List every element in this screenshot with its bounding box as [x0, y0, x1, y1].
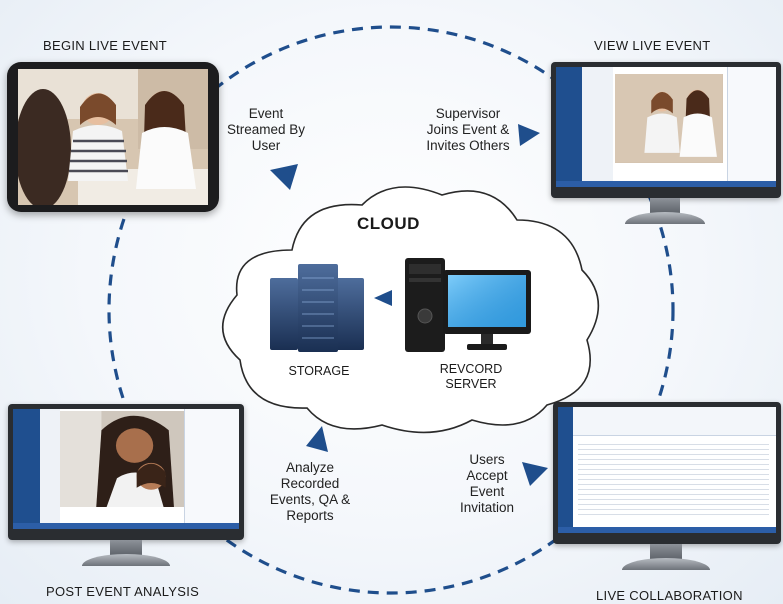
monitor-post-event-analysis [8, 404, 244, 540]
monitor-base [625, 212, 705, 224]
events-table [577, 440, 770, 516]
server-icon [405, 258, 531, 352]
arrow-icon [306, 426, 328, 452]
view-event-video [615, 74, 724, 163]
tablet-device [7, 62, 219, 212]
live-collaboration-label: LIVE COLLABORATION [596, 588, 743, 603]
begin-live-event-label: BEGIN LIVE EVENT [43, 38, 168, 53]
monitor-stand [650, 544, 682, 560]
arrow-icon [518, 124, 540, 146]
view-live-event-label: VIEW LIVE EVENT [594, 38, 711, 53]
monitor-live-collaboration [553, 402, 781, 544]
storage-icon [270, 264, 364, 352]
arrow-icon [270, 164, 298, 190]
monitor-stand [110, 540, 142, 556]
monitor-view-live-event [551, 62, 781, 198]
arrow-icon [374, 290, 392, 306]
post-event-photo [60, 411, 185, 508]
live-event-photo [18, 69, 208, 205]
storage-label: STORAGE [288, 364, 350, 378]
monitor-stand [650, 198, 680, 214]
monitor-base [82, 554, 170, 566]
cloud-title: CLOUD [357, 214, 420, 233]
post-event-analysis-label: POST EVENT ANALYSIS [46, 584, 200, 599]
monitor-base [622, 558, 710, 570]
arrow-icon [522, 462, 548, 486]
